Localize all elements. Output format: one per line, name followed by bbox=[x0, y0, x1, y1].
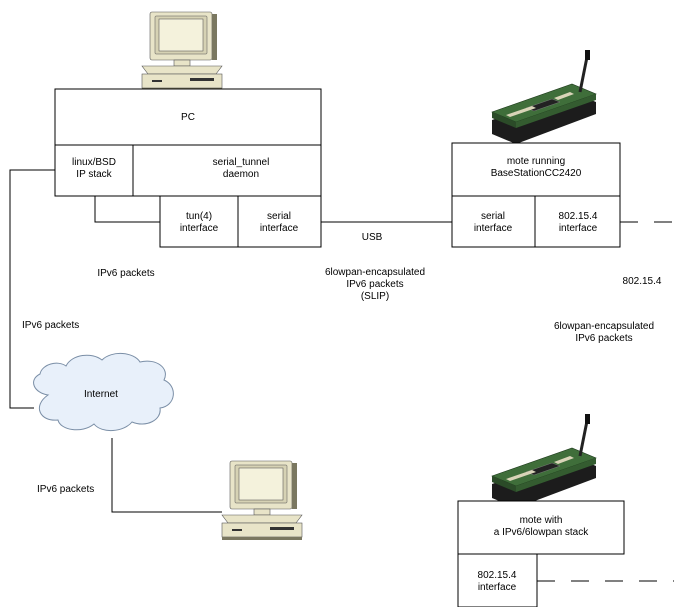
slip-encapsulated-label-line-2: IPv6 packets bbox=[346, 279, 403, 290]
ip-stack-label-line-1: linux/BSD bbox=[72, 157, 116, 168]
base-station-serial-interface-box bbox=[451, 195, 536, 248]
internet-host-computer-icon bbox=[221, 460, 303, 541]
radio-encapsulated-label-line-2: IPv6 packets bbox=[575, 333, 632, 344]
tun-interface-label-line-1: tun(4) bbox=[186, 211, 212, 222]
end-mote-icon bbox=[490, 412, 598, 510]
ipv6-packets-host-label: IPv6 packets bbox=[37, 484, 94, 495]
daemon-label-line-1: serial_tunnel bbox=[213, 157, 270, 168]
pc-title: PC bbox=[181, 112, 195, 123]
pc-to-internet-wire bbox=[9, 169, 55, 409]
base-station-serial-label-line-1: serial bbox=[481, 211, 505, 222]
ip-stack-to-tun-wire bbox=[94, 196, 160, 223]
ipv6-packets-internet-label: IPv6 packets bbox=[22, 320, 79, 331]
mote-label-line-2: a IPv6/6lowpan stack bbox=[494, 527, 589, 538]
internet-to-host-wire bbox=[111, 438, 222, 513]
usb-label: USB bbox=[362, 232, 383, 243]
base-station-serial-label-line-2: interface bbox=[474, 223, 513, 234]
base-station-mote-icon bbox=[490, 48, 598, 146]
slip-encapsulated-label-line-1: 6lowpan-encapsulated bbox=[325, 267, 425, 278]
pc-serial-interface-label-line-2: interface bbox=[260, 223, 299, 234]
mote-radio-label-line-2: interface bbox=[478, 582, 517, 593]
pc-box bbox=[54, 88, 322, 146]
mote-radio-interface-box bbox=[457, 553, 538, 607]
base-station-radio-label-line-2: interface bbox=[559, 223, 598, 234]
radio-label: 802.15.4 bbox=[623, 276, 662, 287]
mote-label-line-1: mote with bbox=[520, 515, 563, 526]
internet-cloud-icon bbox=[33, 353, 174, 431]
serial-tunnel-daemon-box bbox=[132, 144, 322, 197]
base-station-label-line-1: mote running bbox=[507, 156, 565, 167]
mote-box bbox=[457, 500, 625, 555]
internet-label: Internet bbox=[84, 389, 118, 400]
mote-radio-label-line-1: 802.15.4 bbox=[478, 570, 517, 581]
pc-computer-icon bbox=[141, 11, 223, 92]
base-station-radio-label-line-1: 802.15.4 bbox=[559, 211, 598, 222]
ip-stack-label-line-2: IP stack bbox=[76, 169, 112, 180]
pc-serial-interface-box bbox=[237, 195, 322, 248]
ipv6-packets-pc-label: IPv6 packets bbox=[97, 268, 154, 279]
slip-encapsulated-label-line-3: (SLIP) bbox=[361, 291, 389, 302]
tun-interface-label-line-2: interface bbox=[180, 223, 219, 234]
daemon-label-line-2: daemon bbox=[223, 169, 259, 180]
pc-serial-interface-label-line-1: serial bbox=[267, 211, 291, 222]
base-station-box bbox=[451, 142, 621, 197]
radio-encapsulated-label-line-1: 6lowpan-encapsulated bbox=[554, 321, 654, 332]
base-station-radio-interface-box bbox=[534, 195, 621, 248]
tun-interface-box bbox=[159, 195, 239, 248]
base-station-label-line-2: BaseStationCC2420 bbox=[491, 168, 582, 179]
